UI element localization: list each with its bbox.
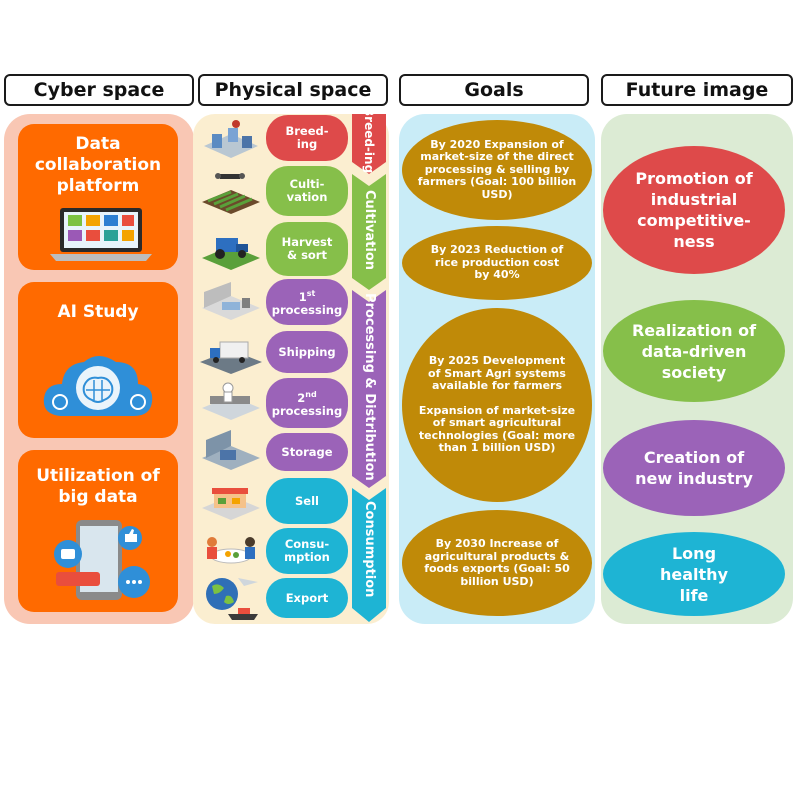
pill-consumption-label: Consu-mption [284, 537, 330, 564]
goal-2030: By 2030 Increase of agricultural product… [402, 510, 592, 616]
consumption-dining-illustration [207, 537, 255, 564]
pill-shipping: Shipping [266, 331, 348, 373]
future-data-driven-society-label: Realization of data-driven society [631, 320, 757, 382]
pill-first-processing-number: 1st [298, 289, 316, 304]
future-new-industry: Creation of new industry [603, 420, 785, 516]
pill-cultivation: Culti-vation [266, 166, 348, 216]
pill-breeding: Breed-ing [266, 115, 348, 161]
big-data-label: Utilization of big data [36, 466, 160, 507]
ai-study-box: AI Study [18, 282, 178, 438]
big-data-box: Utilization of big data [18, 450, 178, 612]
goal-2023: By 2023 Reduction of rice production cos… [402, 226, 592, 300]
goal-2030-text: By 2030 Increase of agricultural product… [424, 537, 570, 588]
stage-label-breeding: Breed-ing [362, 106, 376, 174]
harvest-tractor-illustration [202, 238, 260, 270]
stage-label-processing-distribution: Processing & Distribution [362, 293, 377, 481]
future-data-driven-society: Realization of data-driven society [603, 300, 785, 402]
goal-2020-text: By 2020 Expansion of market-size of the … [417, 137, 577, 201]
pill-second-processing: 2nd processing [266, 378, 348, 428]
goal-2025-development-text: By 2025 Development of Smart Agri system… [428, 354, 566, 393]
goal-2023-text: By 2023 Reduction of rice production cos… [430, 243, 564, 282]
processing-factory-illustration [202, 282, 260, 320]
pill-cultivation-label: Culti-vation [286, 177, 328, 204]
stage-label-consumption: Consumption [362, 500, 377, 598]
pill-breeding-label: Breed-ing [285, 124, 329, 151]
data-collaboration-platform-box: Data collaboration platform [18, 124, 178, 270]
stage-arrow-bar [352, 114, 386, 622]
future-industrial-competitiveness: Promotion of industrial competitive-ness [603, 146, 785, 274]
breeding-lab-illustration [204, 120, 258, 158]
pill-sell: Sell [266, 478, 348, 524]
future-industrial-competitiveness-label: Promotion of industrial competitive-ness [635, 169, 753, 251]
storage-warehouse-illustration [202, 430, 260, 470]
pill-export: Export [266, 578, 348, 618]
goal-2025-expansion-text: Expansion of market-size of smart agricu… [418, 403, 576, 455]
pill-first-processing: 1st processing [266, 279, 348, 325]
shipping-truck-illustration [200, 341, 262, 374]
pill-harvest-sort-label: Harvest & sort [281, 235, 333, 262]
export-globe-illustration [206, 578, 258, 620]
sell-shop-illustration [202, 488, 260, 520]
header-physical-space: Physical space [198, 74, 388, 106]
laptop-apps-icon [50, 208, 152, 261]
header-future-image: Future image [601, 74, 793, 106]
future-new-industry-label: Creation of new industry [635, 448, 753, 488]
pill-export-label: Export [285, 590, 329, 605]
future-long-healthy-life-label: Long healthy life [660, 543, 728, 605]
pill-storage: Storage [266, 433, 348, 471]
goal-2025: By 2025 Development of Smart Agri system… [402, 308, 592, 502]
goal-2020: By 2020 Expansion of market-size of the … [402, 120, 592, 220]
second-processing-illustration [202, 382, 260, 420]
cultivation-field-illustration [202, 173, 260, 214]
ai-brain-cloud-icon [43, 356, 153, 416]
header-cyber-space: Cyber space [4, 74, 194, 106]
pill-consumption: Consu-mption [266, 528, 348, 574]
pill-shipping-label: Shipping [278, 344, 336, 359]
pill-second-processing-label: processing [271, 403, 343, 418]
stage-label-cultivation: Cultivation [362, 189, 377, 271]
pill-first-processing-label: processing [271, 302, 343, 317]
ai-study-label: AI Study [57, 302, 139, 322]
pill-storage-label: Storage [281, 444, 333, 459]
smartphone-data-icon [54, 520, 150, 600]
pill-harvest-sort: Harvest & sort [266, 222, 348, 276]
future-long-healthy-life: Long healthy life [603, 532, 785, 616]
data-collaboration-platform-label: Data collaboration platform [34, 134, 162, 196]
pill-second-processing-number: 2nd [297, 390, 317, 405]
pill-sell-label: Sell [295, 493, 319, 508]
header-goals: Goals [399, 74, 589, 106]
